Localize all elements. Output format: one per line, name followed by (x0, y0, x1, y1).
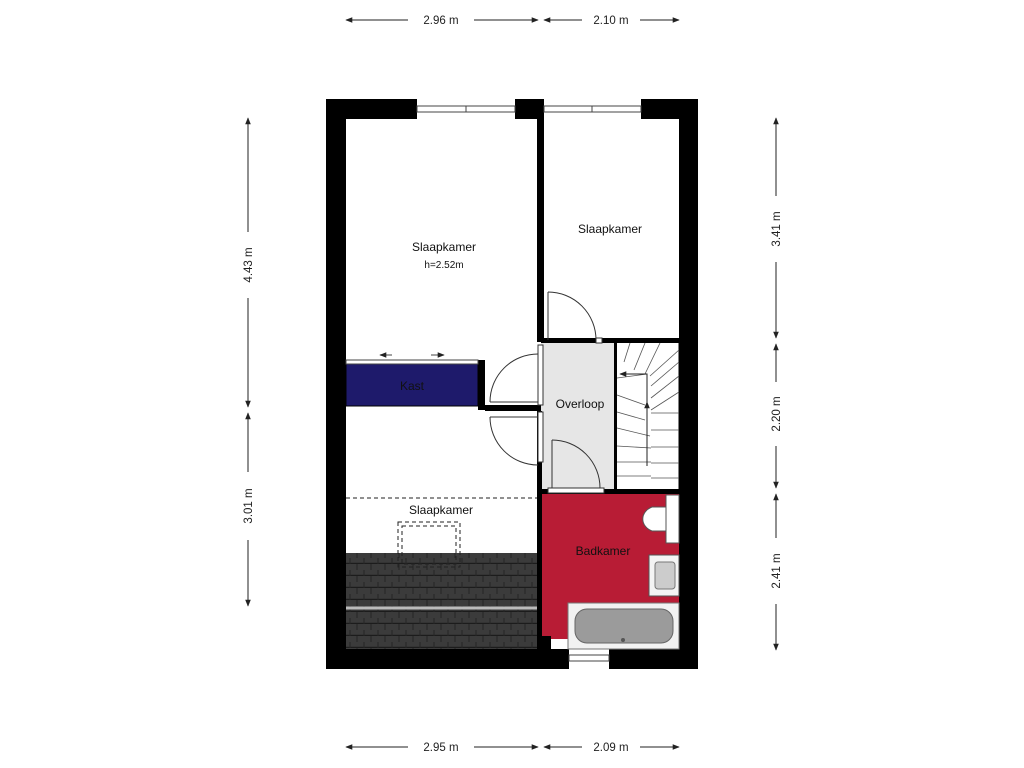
room-label-bedroom-bottom: Slaapkamer (409, 503, 473, 517)
sink-basin (654, 561, 676, 590)
skylight-outline (346, 497, 537, 568)
dim-bottom-left: 2.95 m (423, 742, 458, 754)
door-swings (489, 291, 605, 494)
dim-top-right: 2.10 m (593, 15, 628, 27)
windows (416, 105, 642, 662)
roof-tiles (346, 553, 537, 649)
dimension-labels: 2.96 m 2.10 m 2.95 m 2.09 m 4.43 m 3.01 … (243, 15, 783, 754)
dim-right-lower: 2.41 m (771, 553, 783, 588)
room-label-bedroom-right: Slaapkamer (578, 222, 642, 236)
toilet-bowl (642, 506, 667, 532)
bathroom-fixtures (567, 494, 680, 650)
closet-sliding-doors (345, 352, 479, 365)
toilet-tank (665, 494, 680, 544)
room-label-landing: Overloop (556, 397, 605, 411)
dim-right-upper: 3.41 m (771, 211, 783, 246)
dim-top-left: 2.96 m (423, 15, 458, 27)
room-label-bedroom-main: Slaapkamer (412, 240, 476, 254)
bathtub-basin (574, 608, 674, 644)
dim-left-lower: 3.01 m (243, 488, 255, 523)
room-label-bathroom: Badkamer (576, 544, 631, 558)
dim-bottom-right: 2.09 m (593, 742, 628, 754)
dimension-lines (245, 17, 779, 750)
landing-area (541, 343, 616, 491)
staircase (616, 342, 680, 489)
dim-left-upper: 4.43 m (243, 247, 255, 282)
room-height-note: h=2.52m (424, 260, 463, 271)
outer-walls (326, 99, 698, 669)
dim-right-middle: 2.20 m (771, 396, 783, 431)
bathtub-drain (621, 638, 625, 642)
room-label-closet: Kast (400, 379, 425, 393)
